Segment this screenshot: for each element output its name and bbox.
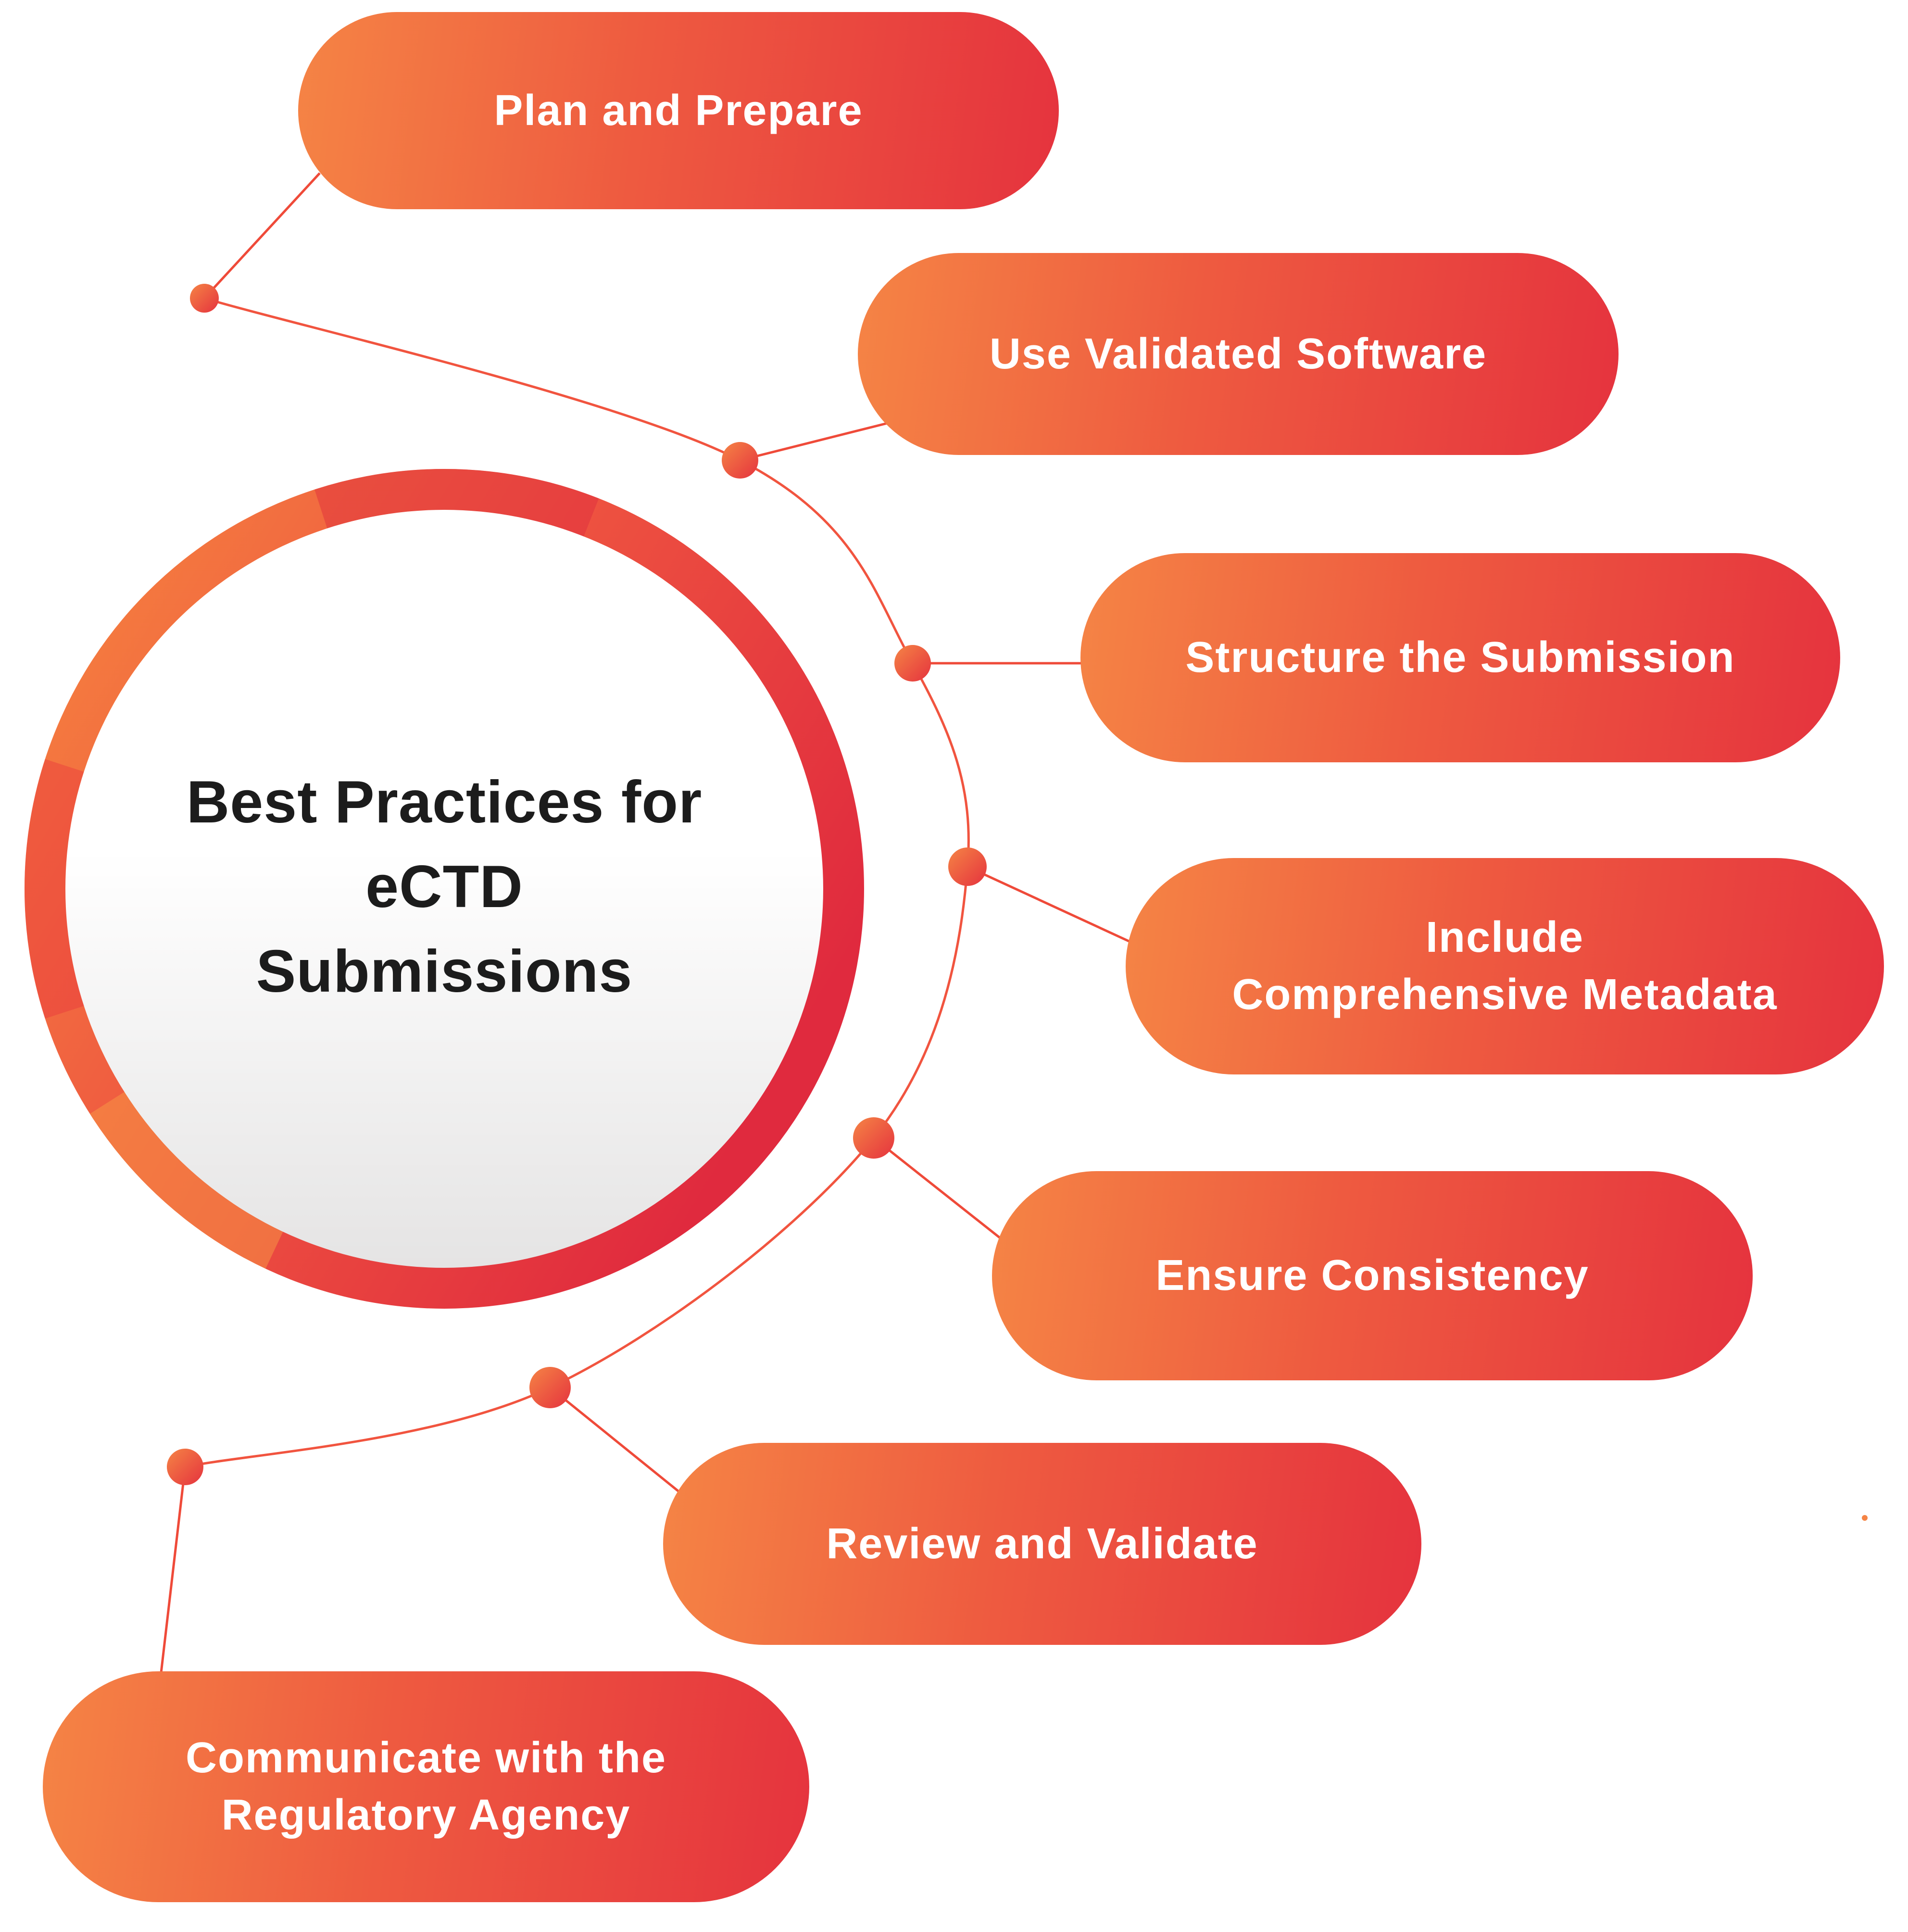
center-disc — [65, 510, 823, 1268]
decorative-dot — [1862, 1515, 1868, 1521]
dot-review — [529, 1367, 571, 1408]
connector-line-plan — [203, 172, 321, 299]
pill-label: Structure the Submission — [1185, 633, 1735, 682]
pill-communicate-regulatory-agency: Communicate with the Regulatory Agency — [43, 1671, 809, 1902]
connector-line-consistency — [873, 1137, 1006, 1243]
dot-plan — [190, 284, 219, 313]
dot-software — [722, 442, 758, 479]
ring-segment-dark — [25, 469, 864, 1309]
connector-line-review — [549, 1387, 686, 1498]
pill-label: Plan and Prepare — [494, 86, 863, 135]
pill-label: Use Validated Software — [989, 329, 1487, 378]
pill-plan-and-prepare: Plan and Prepare — [298, 12, 1059, 209]
ring-segment-red — [25, 469, 864, 1309]
connector-line-communicate — [160, 1466, 187, 1673]
pill-label: Review and Validate — [826, 1519, 1258, 1568]
pill-use-validated-software: Use Validated Software — [858, 253, 1619, 455]
diagram-title: Best Practices for eCTD Submissions — [186, 769, 703, 1005]
pill-ensure-consistency: Ensure Consistency — [992, 1171, 1753, 1380]
pill-label: Include Comprehensive Metadata — [1232, 913, 1778, 1019]
pill-review-and-validate: Review and Validate — [663, 1443, 1421, 1645]
pill-include-comprehensive-metadata: Include Comprehensive Metadata — [1126, 858, 1884, 1074]
pill-structure-the-submission: Structure the Submission — [1080, 553, 1840, 762]
connector-line-metadata — [967, 865, 1131, 943]
dot-metadata — [948, 847, 987, 886]
center-ring — [25, 469, 864, 1309]
pill-label: Ensure Consistency — [1155, 1251, 1589, 1300]
dot-consistency — [853, 1117, 894, 1159]
dot-structure — [894, 645, 931, 682]
dot-communicate — [167, 1449, 203, 1485]
pill-label: Communicate with the Regulatory Agency — [185, 1734, 667, 1839]
connector-line-software — [740, 422, 888, 462]
